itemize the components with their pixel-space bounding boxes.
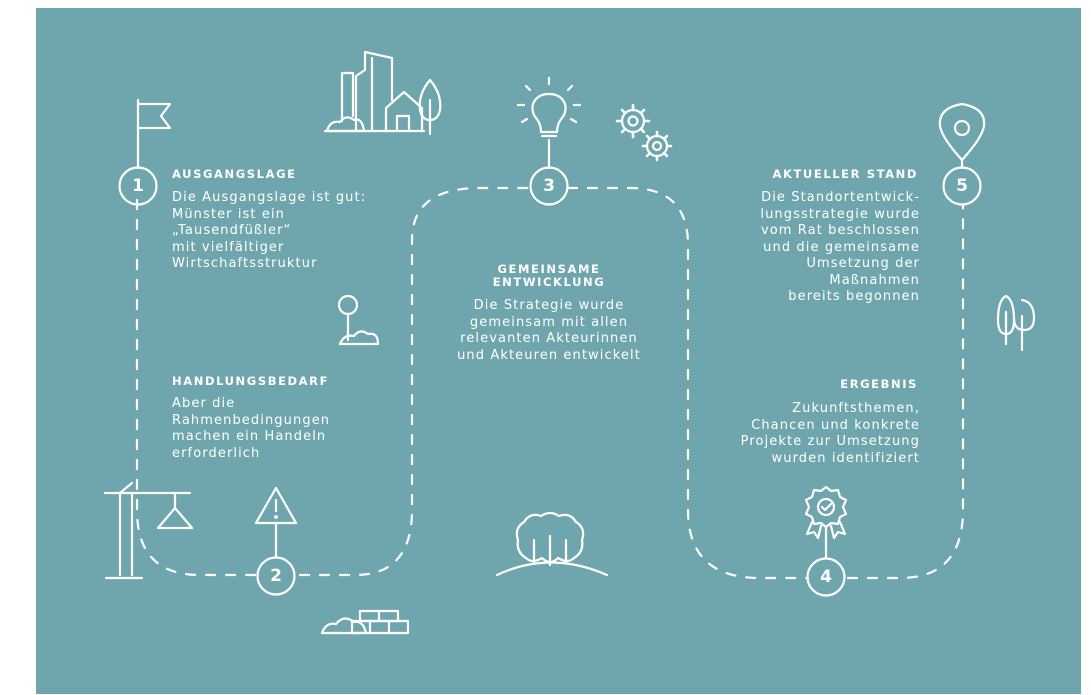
- trees-icon: [996, 294, 1036, 352]
- step-number-3: 3: [543, 176, 555, 196]
- warning-icon: [254, 486, 298, 525]
- step-circle-1: [118, 166, 158, 206]
- dashed-path: [135, 186, 965, 580]
- step-text-ausgangslage: Die Ausgangslage ist gut: Münster ist ei…: [172, 190, 367, 271]
- step-number-5: 5: [956, 176, 968, 196]
- flag-icon: [136, 102, 172, 130]
- forest-hill-icon: [495, 511, 609, 577]
- step-text-aktueller-stand: Die Standortentwick- lungsstrategie wurd…: [760, 190, 920, 304]
- step-number-1: 1: [132, 176, 144, 196]
- step-text-ergebnis: Zukunftsthemen, Chancen und konkrete Pro…: [740, 401, 920, 466]
- step-heading-handlungsbedarf: HANDLUNGSBEDARF: [172, 374, 330, 388]
- step-circle-3: [529, 166, 569, 206]
- crane-icon: [103, 481, 194, 580]
- step-heading-ausgangslage: AUSGANGSLAGE: [172, 167, 297, 181]
- sapling-icon: [337, 294, 380, 346]
- step-circle-2: [256, 556, 296, 596]
- step-heading-ergebnis: ERGEBNIS: [840, 377, 918, 391]
- step-heading-gemeinsame-entwicklung: GEMEINSAME ENTWICKLUNG: [492, 262, 606, 289]
- step-heading-aktueller-stand: AKTUELLER STAND: [772, 167, 918, 181]
- step-circle-5: [942, 166, 982, 206]
- step-circle-4: [806, 557, 846, 597]
- gears-icon: [615, 103, 673, 162]
- step-number-2: 2: [270, 566, 282, 586]
- city-buildings-icon: [323, 50, 442, 136]
- step-text-gemeinsame-entwicklung: Die Strategie wurde gemeinsam mit allen …: [457, 298, 641, 363]
- step-number-4: 4: [820, 567, 832, 587]
- location-pin-icon: [938, 102, 986, 162]
- bricks-icon: [320, 609, 410, 635]
- lightbulb-icon: [516, 76, 582, 138]
- award-icon: [804, 485, 848, 540]
- step-text-handlungsbedarf: Aber die Rahmenbedingungen machen ein Ha…: [172, 396, 331, 461]
